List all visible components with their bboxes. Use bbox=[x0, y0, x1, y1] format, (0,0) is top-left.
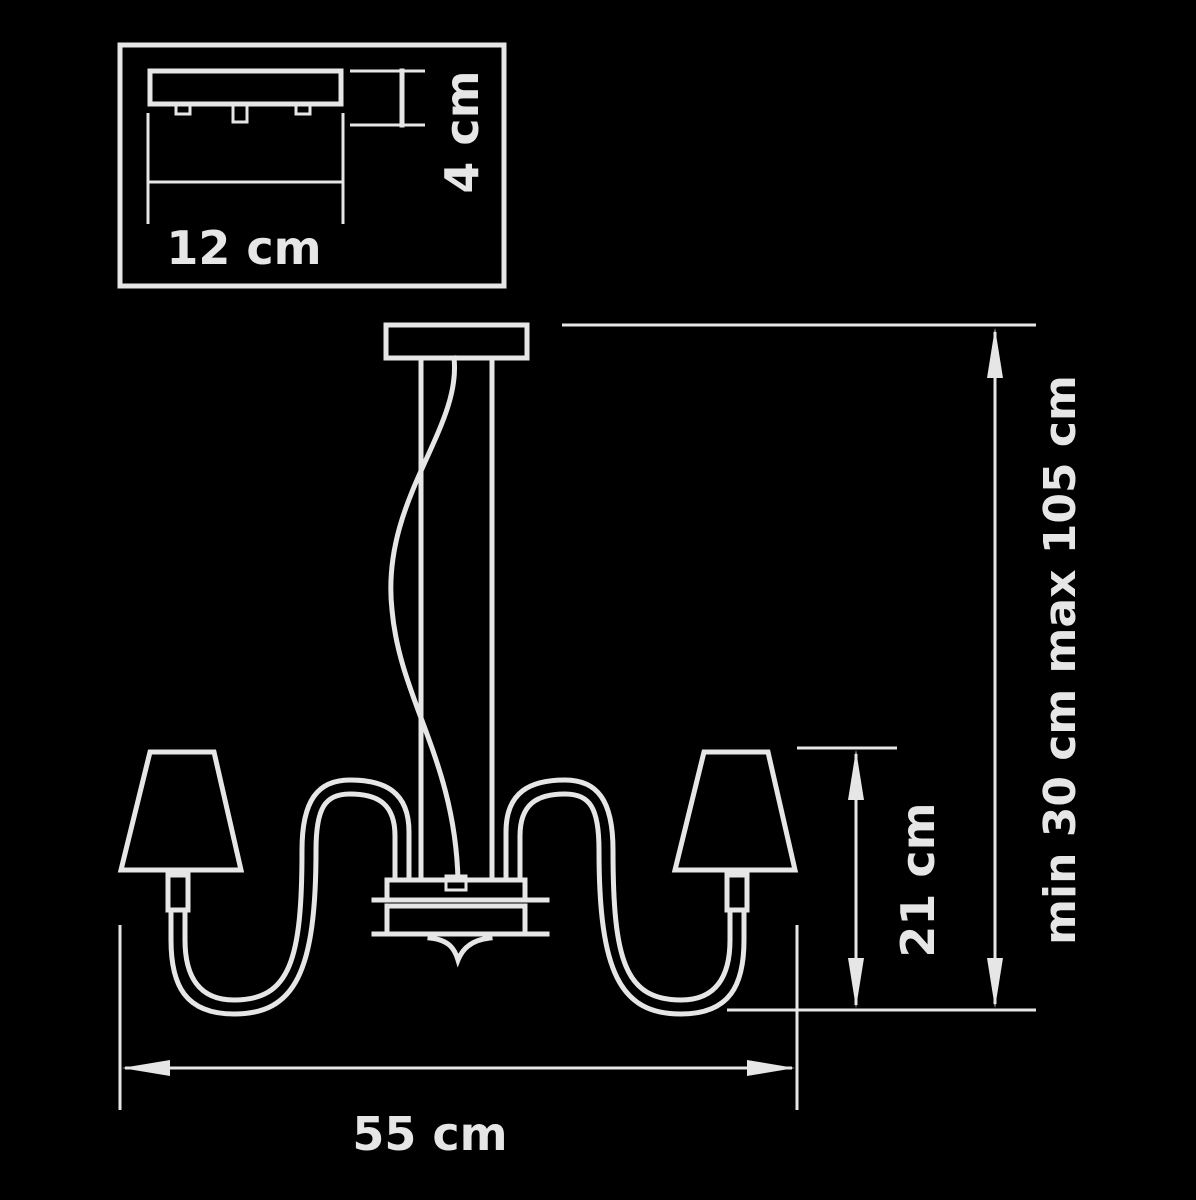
left-arm bbox=[182, 777, 412, 1003]
shade-height-dimension: 21 cm bbox=[797, 746, 945, 1008]
arrow-head bbox=[747, 1060, 795, 1076]
ceiling-canopy bbox=[383, 322, 530, 361]
hub-base bbox=[384, 903, 528, 937]
hanging-height-label: min 30 cm max 105 cm bbox=[1035, 375, 1086, 945]
arrow-head bbox=[848, 750, 864, 800]
inset-canopy-plate bbox=[147, 68, 344, 107]
canopy-height-label: 4 cm bbox=[435, 70, 489, 193]
hub-socket bbox=[444, 874, 468, 892]
right-arm bbox=[503, 777, 733, 1003]
arrow-head bbox=[122, 1060, 170, 1076]
shade-height-label: 21 cm bbox=[891, 802, 945, 957]
inset-mount-tab bbox=[231, 102, 249, 124]
canopy-detail-inset: 12 cm 4 cm bbox=[117, 42, 507, 289]
chandelier bbox=[117, 322, 799, 1017]
inset-mount-tab bbox=[294, 102, 312, 116]
power-cable bbox=[388, 355, 461, 883]
inset-mount-tab bbox=[174, 102, 192, 116]
inset-frame bbox=[117, 42, 507, 289]
left-lampshade bbox=[117, 749, 245, 873]
right-socket bbox=[724, 872, 750, 913]
canopy-width-label: 12 cm bbox=[166, 221, 321, 275]
arrow-head bbox=[987, 328, 1003, 378]
hub-finial bbox=[427, 935, 493, 968]
arrow-head bbox=[848, 958, 864, 1008]
fixture-width-label: 55 cm bbox=[352, 1107, 507, 1161]
left-socket bbox=[165, 872, 191, 913]
right-lampshade bbox=[671, 749, 799, 873]
right-arm bbox=[517, 791, 747, 1017]
left-arm bbox=[168, 791, 398, 1017]
width-dimension: 55 cm bbox=[118, 925, 799, 1161]
arrow-head bbox=[987, 958, 1003, 1008]
hanging-height-dimension: min 30 cm max 105 cm bbox=[562, 323, 1086, 1012]
